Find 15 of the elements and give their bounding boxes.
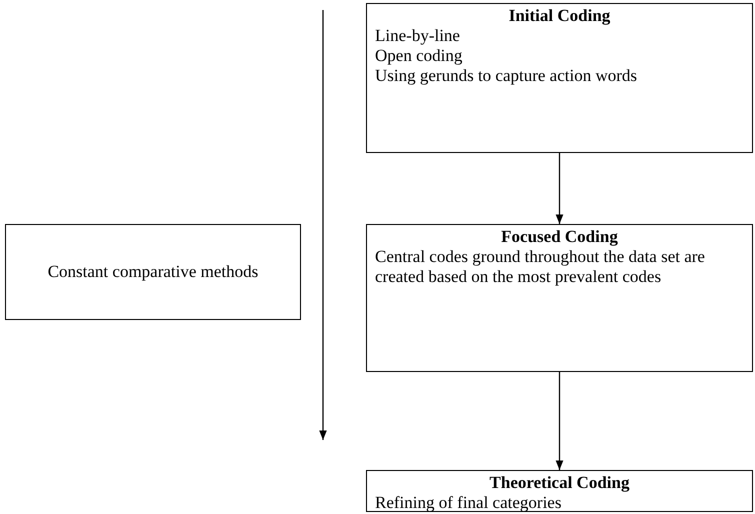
box-text: Using gerunds to capture action words (375, 66, 638, 86)
box-text: Open coding (375, 46, 464, 66)
process-box (5, 224, 301, 320)
box-text: Line-by-line (375, 26, 461, 46)
box-heading: Focused Coding (500, 227, 619, 247)
process-box (366, 3, 753, 153)
box-text: Constant comparative methods (46, 262, 260, 282)
process-box (366, 470, 753, 512)
box-text: Central codes ground throughout the data set are created based on the most prevalent codes (375, 247, 706, 287)
process-box (366, 224, 753, 372)
box-heading: Theoretical Coding (488, 473, 630, 493)
box-heading: Initial Coding (508, 6, 612, 26)
arrow (556, 153, 564, 224)
arrow (556, 372, 564, 470)
box-text: Refining of final categories (375, 493, 562, 513)
